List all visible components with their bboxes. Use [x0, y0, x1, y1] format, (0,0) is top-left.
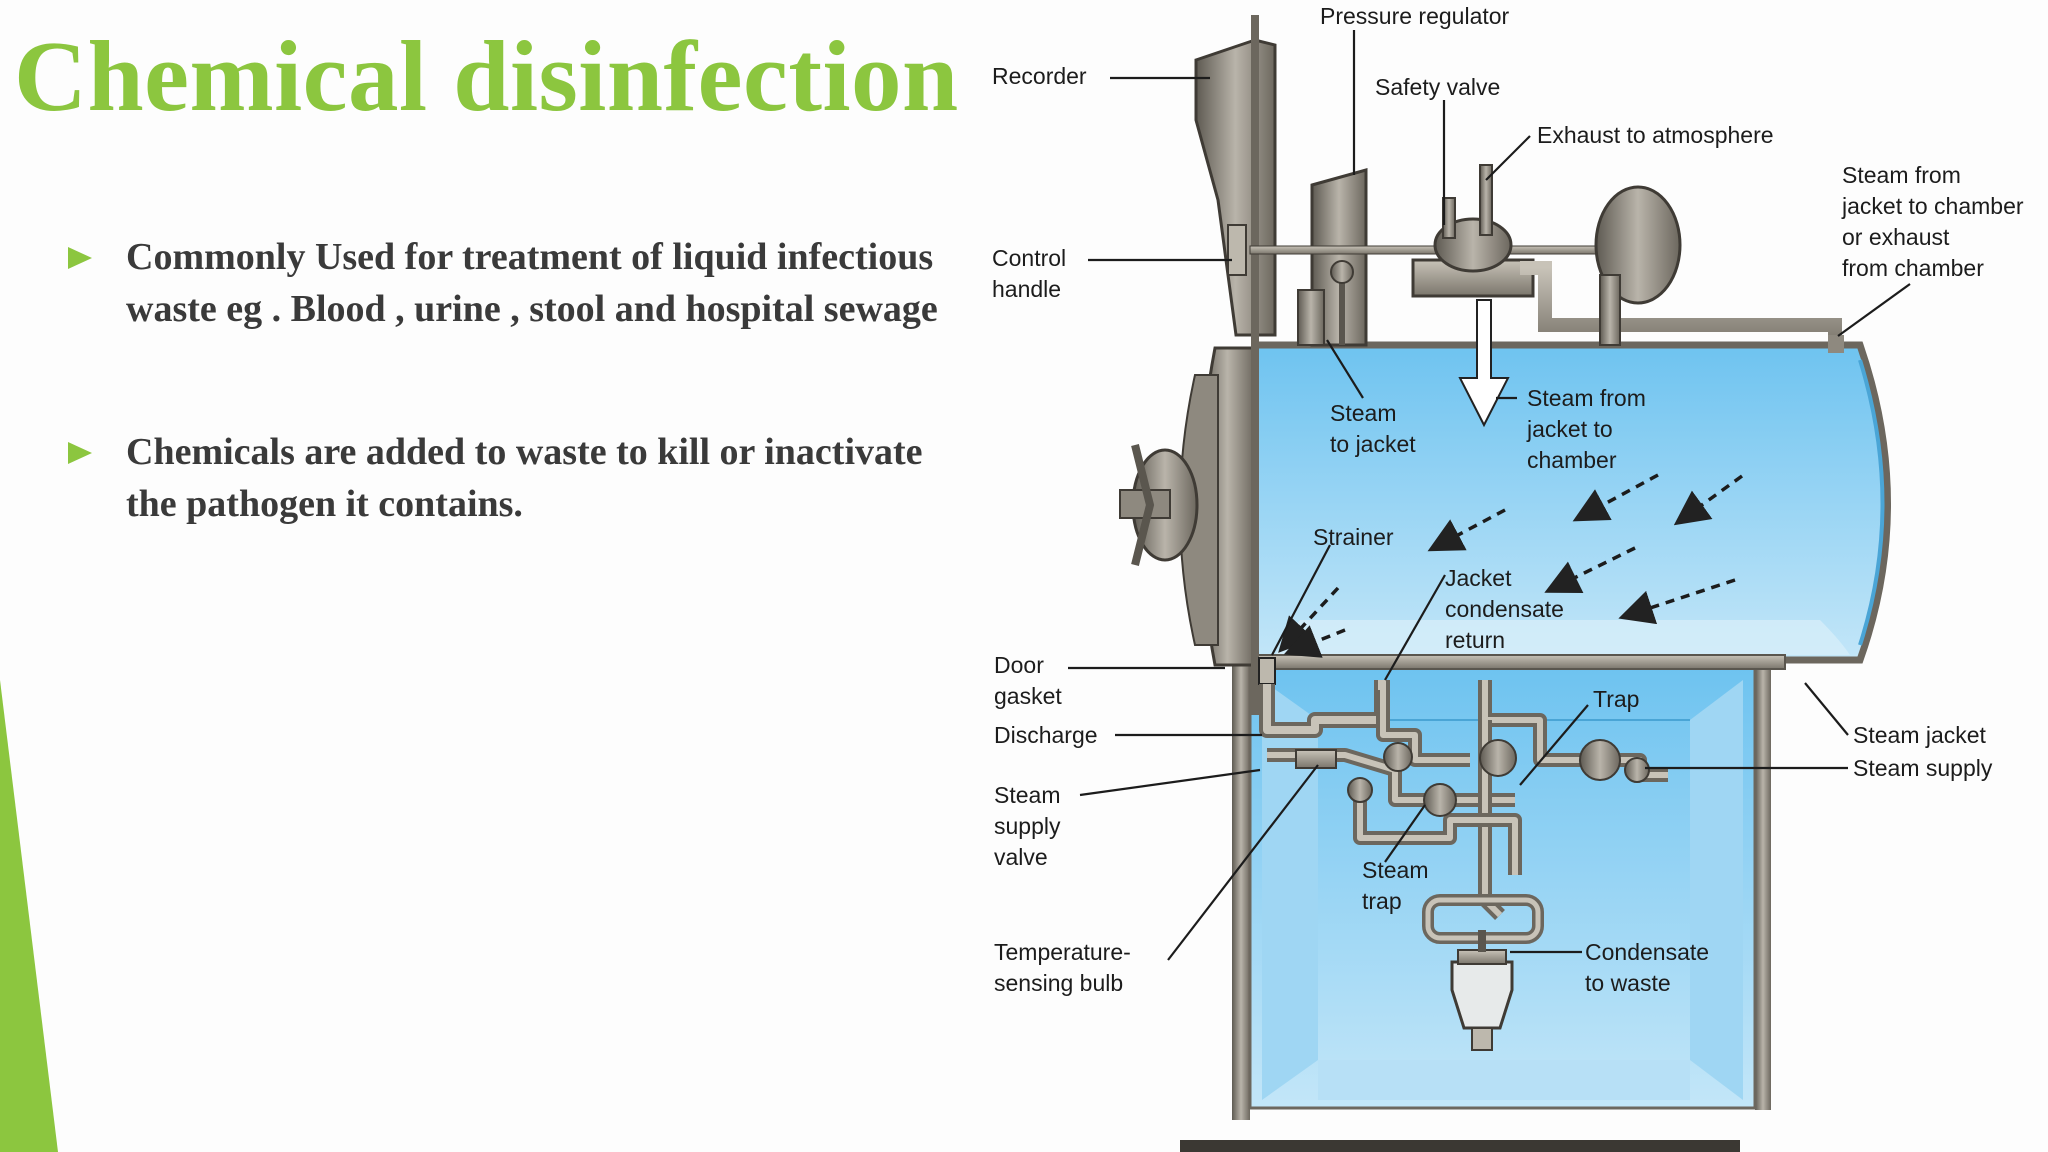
- label-pressure-regulator: Pressure regulator: [1320, 3, 1510, 29]
- label-steam-to-jacket: Steam: [1330, 400, 1396, 426]
- label-steam-jacket: Steam jacket: [1853, 722, 1987, 748]
- label-jacket-to-chamber: Steam from: [1527, 385, 1646, 411]
- label-steam-from-jacket: jacket to chamber: [1841, 193, 2024, 219]
- label-steam-to-jacket: to jacket: [1330, 431, 1416, 457]
- green-accent-shape: [0, 680, 58, 1152]
- slide-title: Chemical disinfection: [14, 20, 959, 132]
- bullet-text: Commonly Used for treatment of liquid in…: [126, 236, 938, 330]
- label-steam-supply-valve: Steam: [994, 782, 1060, 808]
- label-condensate-return: return: [1445, 627, 1505, 653]
- label-steam-trap: trap: [1362, 888, 1402, 914]
- bullet-item: Chemicals are added to waste to kill or …: [68, 427, 968, 530]
- label-safety-valve: Safety valve: [1375, 74, 1500, 100]
- bullet-list: Commonly Used for treatment of liquid in…: [68, 232, 968, 530]
- valves-and-traps: [1295, 739, 1650, 1051]
- autoclave-diagram: Pressure regulator Recorder Safety valve…: [992, 3, 2024, 1152]
- label-exhaust: Exhaust to atmosphere: [1537, 122, 1774, 148]
- label-temperature-bulb: Temperature-: [994, 939, 1131, 965]
- label-steam-trap: Steam: [1362, 857, 1428, 883]
- strainer: [1258, 657, 1276, 685]
- label-recorder: Recorder: [992, 63, 1087, 89]
- label-steam-supply: Steam supply: [1853, 755, 1993, 781]
- label-door-gasket: Door: [994, 652, 1044, 678]
- recorder-panel: [1194, 15, 1277, 715]
- label-control-handle: handle: [992, 276, 1061, 302]
- bullet-text: Chemicals are added to waste to kill or …: [126, 431, 923, 525]
- triangle-bullet-icon: [68, 247, 92, 269]
- label-steam-from-jacket: or exhaust: [1842, 224, 1950, 250]
- label-steam-from-jacket: Steam from: [1842, 162, 1961, 188]
- leader-lines: [1068, 30, 1911, 961]
- steam-flow-arrows: [1278, 473, 1744, 658]
- label-steam-from-jacket: from chamber: [1842, 255, 1984, 281]
- label-condensate-return: Jacket: [1445, 565, 1512, 591]
- label-door-gasket: gasket: [994, 683, 1062, 709]
- label-condensate-waste: Condensate: [1585, 939, 1709, 965]
- label-temperature-bulb: sensing bulb: [994, 970, 1123, 996]
- label-jacket-to-chamber: jacket to: [1526, 416, 1613, 442]
- label-condensate-return: condensate: [1445, 596, 1564, 622]
- label-strainer: Strainer: [1313, 524, 1394, 550]
- chamber-door: [1119, 346, 1257, 667]
- label-control-handle: Control: [992, 245, 1066, 271]
- label-condensate-waste: to waste: [1585, 970, 1671, 996]
- top-valves: [1249, 164, 1844, 353]
- steam-flow-arrow-icon: [1458, 299, 1510, 428]
- label-steam-supply-valve: valve: [994, 844, 1048, 870]
- label-jacket-to-chamber: chamber: [1527, 447, 1617, 473]
- triangle-bullet-icon: [68, 442, 92, 464]
- label-steam-supply-valve: supply: [994, 813, 1061, 839]
- label-discharge: Discharge: [994, 722, 1098, 748]
- bullet-item: Commonly Used for treatment of liquid in…: [68, 232, 968, 335]
- label-trap: Trap: [1593, 686, 1639, 712]
- diagram-labels: Pressure regulator Recorder Safety valve…: [992, 3, 2024, 996]
